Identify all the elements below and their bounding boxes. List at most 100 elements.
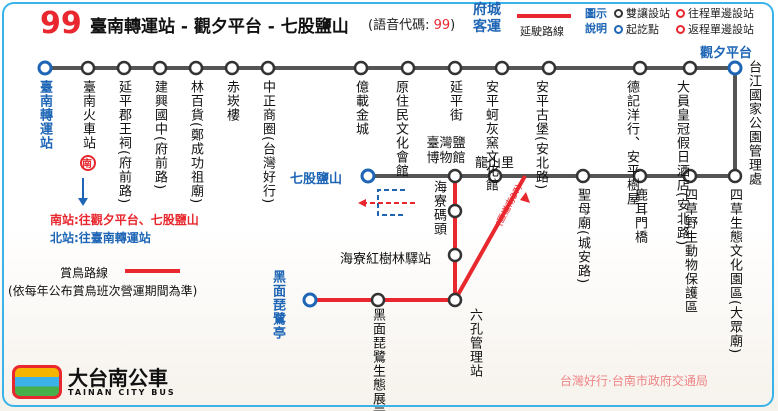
legend-return-label: 返程單邊設站 <box>688 23 754 36</box>
return-loop-path <box>377 189 405 216</box>
stop-sicao-wildlife <box>682 168 698 184</box>
label-tainan-terminal: 臺南轉運站 <box>37 80 52 150</box>
stop-aboriginal <box>400 60 416 76</box>
south-marker-text: 南 <box>82 159 92 170</box>
south-marker-icon <box>80 155 96 171</box>
label-longshan: 龍山里 <box>475 156 515 171</box>
label-spoonbill-center: 黑面琵鷺生態展示館 <box>370 308 385 411</box>
label-holiday-hotel: 大員皇冠假日酒店(安北路) <box>674 80 689 247</box>
label-tainan-rail: 臺南火車站 <box>80 80 95 150</box>
stop-luer <box>632 168 648 184</box>
brand-subtitle: TAINAN CITY BUS <box>68 387 176 397</box>
two-way-stop-icon <box>614 8 623 18</box>
label-spoonbill-pavilion: 黑面琵鷺亭 <box>270 270 285 340</box>
label-taijiang: 台江國家公園管理處 <box>746 60 761 186</box>
legend-return: 返程單邊設站 <box>676 21 754 37</box>
label-jianxing: 建興國中(府前路) <box>152 80 167 191</box>
legend-outbound: 往程單邊設站 <box>676 5 754 21</box>
legend-two-way: 雙讓設站 <box>614 5 670 21</box>
stop-salt-museum <box>447 168 463 184</box>
voice-code: (語音代碼: 99) <box>368 14 455 33</box>
label-luer: 鹿耳門橋 <box>632 188 647 244</box>
extension-legend-line <box>517 14 571 18</box>
stop-shengmu <box>575 168 591 184</box>
stop-spoonbill-pavilion <box>302 292 318 308</box>
stop-tainan-rail <box>80 60 96 76</box>
stop-haiji <box>447 203 463 219</box>
direction-arrow-head <box>78 198 88 206</box>
stop-jianxing <box>152 60 168 76</box>
loop-arrow-head <box>358 199 366 207</box>
label-qigu-salt: 七股鹽山 <box>290 172 343 187</box>
stop-zhongzheng <box>260 60 276 76</box>
birding-legend-line <box>125 269 180 273</box>
stop-tainan-terminal <box>37 60 53 76</box>
voice-code-value: 99 <box>433 18 451 33</box>
label-haiji: 海寮碼頭 <box>431 180 446 236</box>
southbound-note: 南站:往觀夕平台、七股鹽山 <box>50 213 199 227</box>
stop-tait-merchant <box>632 60 648 76</box>
stop-holiday-hotel <box>682 60 698 76</box>
label-mangrove: 海寮紅樹林驛站 <box>340 252 432 267</box>
legend-start-stop: 起訖點 <box>614 21 659 37</box>
label-yanping-shrine: 延平郡王祠(府前路) <box>116 80 131 205</box>
stop-anping-museum <box>494 60 510 76</box>
legend-start-stop-label: 起訖點 <box>626 23 659 36</box>
stop-mangrove <box>447 247 463 263</box>
stop-chikan <box>224 60 240 76</box>
outbound-stop-icon <box>676 8 685 18</box>
operator-name: 府城 客運 <box>470 2 504 36</box>
legend-outbound-label: 往程單邊設站 <box>688 7 754 20</box>
label-shengmu: 聖母廟(城安路) <box>575 188 590 285</box>
label-tait-merchant: 德記洋行、安平樹屋 <box>624 80 639 206</box>
red-line-diagonal <box>453 175 527 301</box>
label-guanxi: 觀夕平台 <box>700 46 753 61</box>
stop-liukong <box>447 292 463 308</box>
label-yizai: 億載金城 <box>353 80 368 136</box>
return-stop-icon <box>676 24 685 34</box>
brand-name: 大台南公車 <box>68 365 168 390</box>
route-number: 99 <box>40 6 82 41</box>
brand-text: 大台南公車 TAINAN CITY BUS <box>68 368 176 397</box>
stop-yanping-shrine <box>116 60 132 76</box>
stop-yanping-street <box>447 60 463 76</box>
terminal-stop-icon <box>614 24 623 34</box>
map-frame <box>2 2 774 407</box>
stop-guanxi <box>727 60 743 76</box>
extension-legend-label: 延駛路線 <box>520 25 564 38</box>
label-zhongzheng: 中正商圈(台灣好行) <box>260 80 275 205</box>
legend-two-way-label: 雙讓設站 <box>626 7 670 20</box>
stop-longshan <box>487 168 503 184</box>
northbound-note: 北站:往臺南轉運站 <box>50 231 151 245</box>
label-anping-fort: 安平古堡(安北路) <box>533 80 548 191</box>
label-anping-museum: 安平蚵灰窯文化館 <box>483 80 498 192</box>
stop-anping-fort <box>541 60 557 76</box>
stop-sicao-eco <box>727 168 743 184</box>
stop-spoonbill-center <box>370 292 386 308</box>
stop-qigu-salt <box>360 168 376 184</box>
operator-line1: 府城 <box>473 2 501 18</box>
label-linbaihuo: 林百貨(鄭成功祖廟) <box>188 80 203 205</box>
stop-linbaihuo <box>188 60 204 76</box>
label-chikan: 赤崁樓 <box>224 80 239 122</box>
voice-label: (語音代碼: <box>368 18 430 33</box>
label-aboriginal: 原住民文化會館 <box>393 80 408 178</box>
label-liukong: 六孔管理站 <box>467 308 482 378</box>
diagonal-arrow-head <box>520 192 530 203</box>
watermark: 台灣好行·台南市政府交通局 <box>560 374 708 388</box>
label-salt-museum: 臺灣鹽博物館 <box>426 136 466 166</box>
operator-line2: 客運 <box>473 19 501 35</box>
birding-route-note: (依每年公布賞鳥班次營運期間為準) <box>8 284 198 298</box>
label-yanping-street: 延平街 <box>447 80 462 122</box>
birding-route-title: 賞鳥路線 <box>60 266 109 280</box>
stop-yizai <box>353 60 369 76</box>
brand: 大台南公車 TAINAN CITY BUS <box>12 365 176 399</box>
voice-close: ) <box>450 18 456 33</box>
label-sicao-eco: 四草生態文化園區(大眾廟) <box>727 188 742 355</box>
brand-logo-icon <box>12 365 62 399</box>
legend-title: 圖示說明 <box>585 7 607 35</box>
route-title: 臺南轉運站 - 觀夕平台 - 七股鹽山 <box>90 17 349 37</box>
label-sicao-wildlife: 四草野生動物保護區 <box>682 188 697 314</box>
